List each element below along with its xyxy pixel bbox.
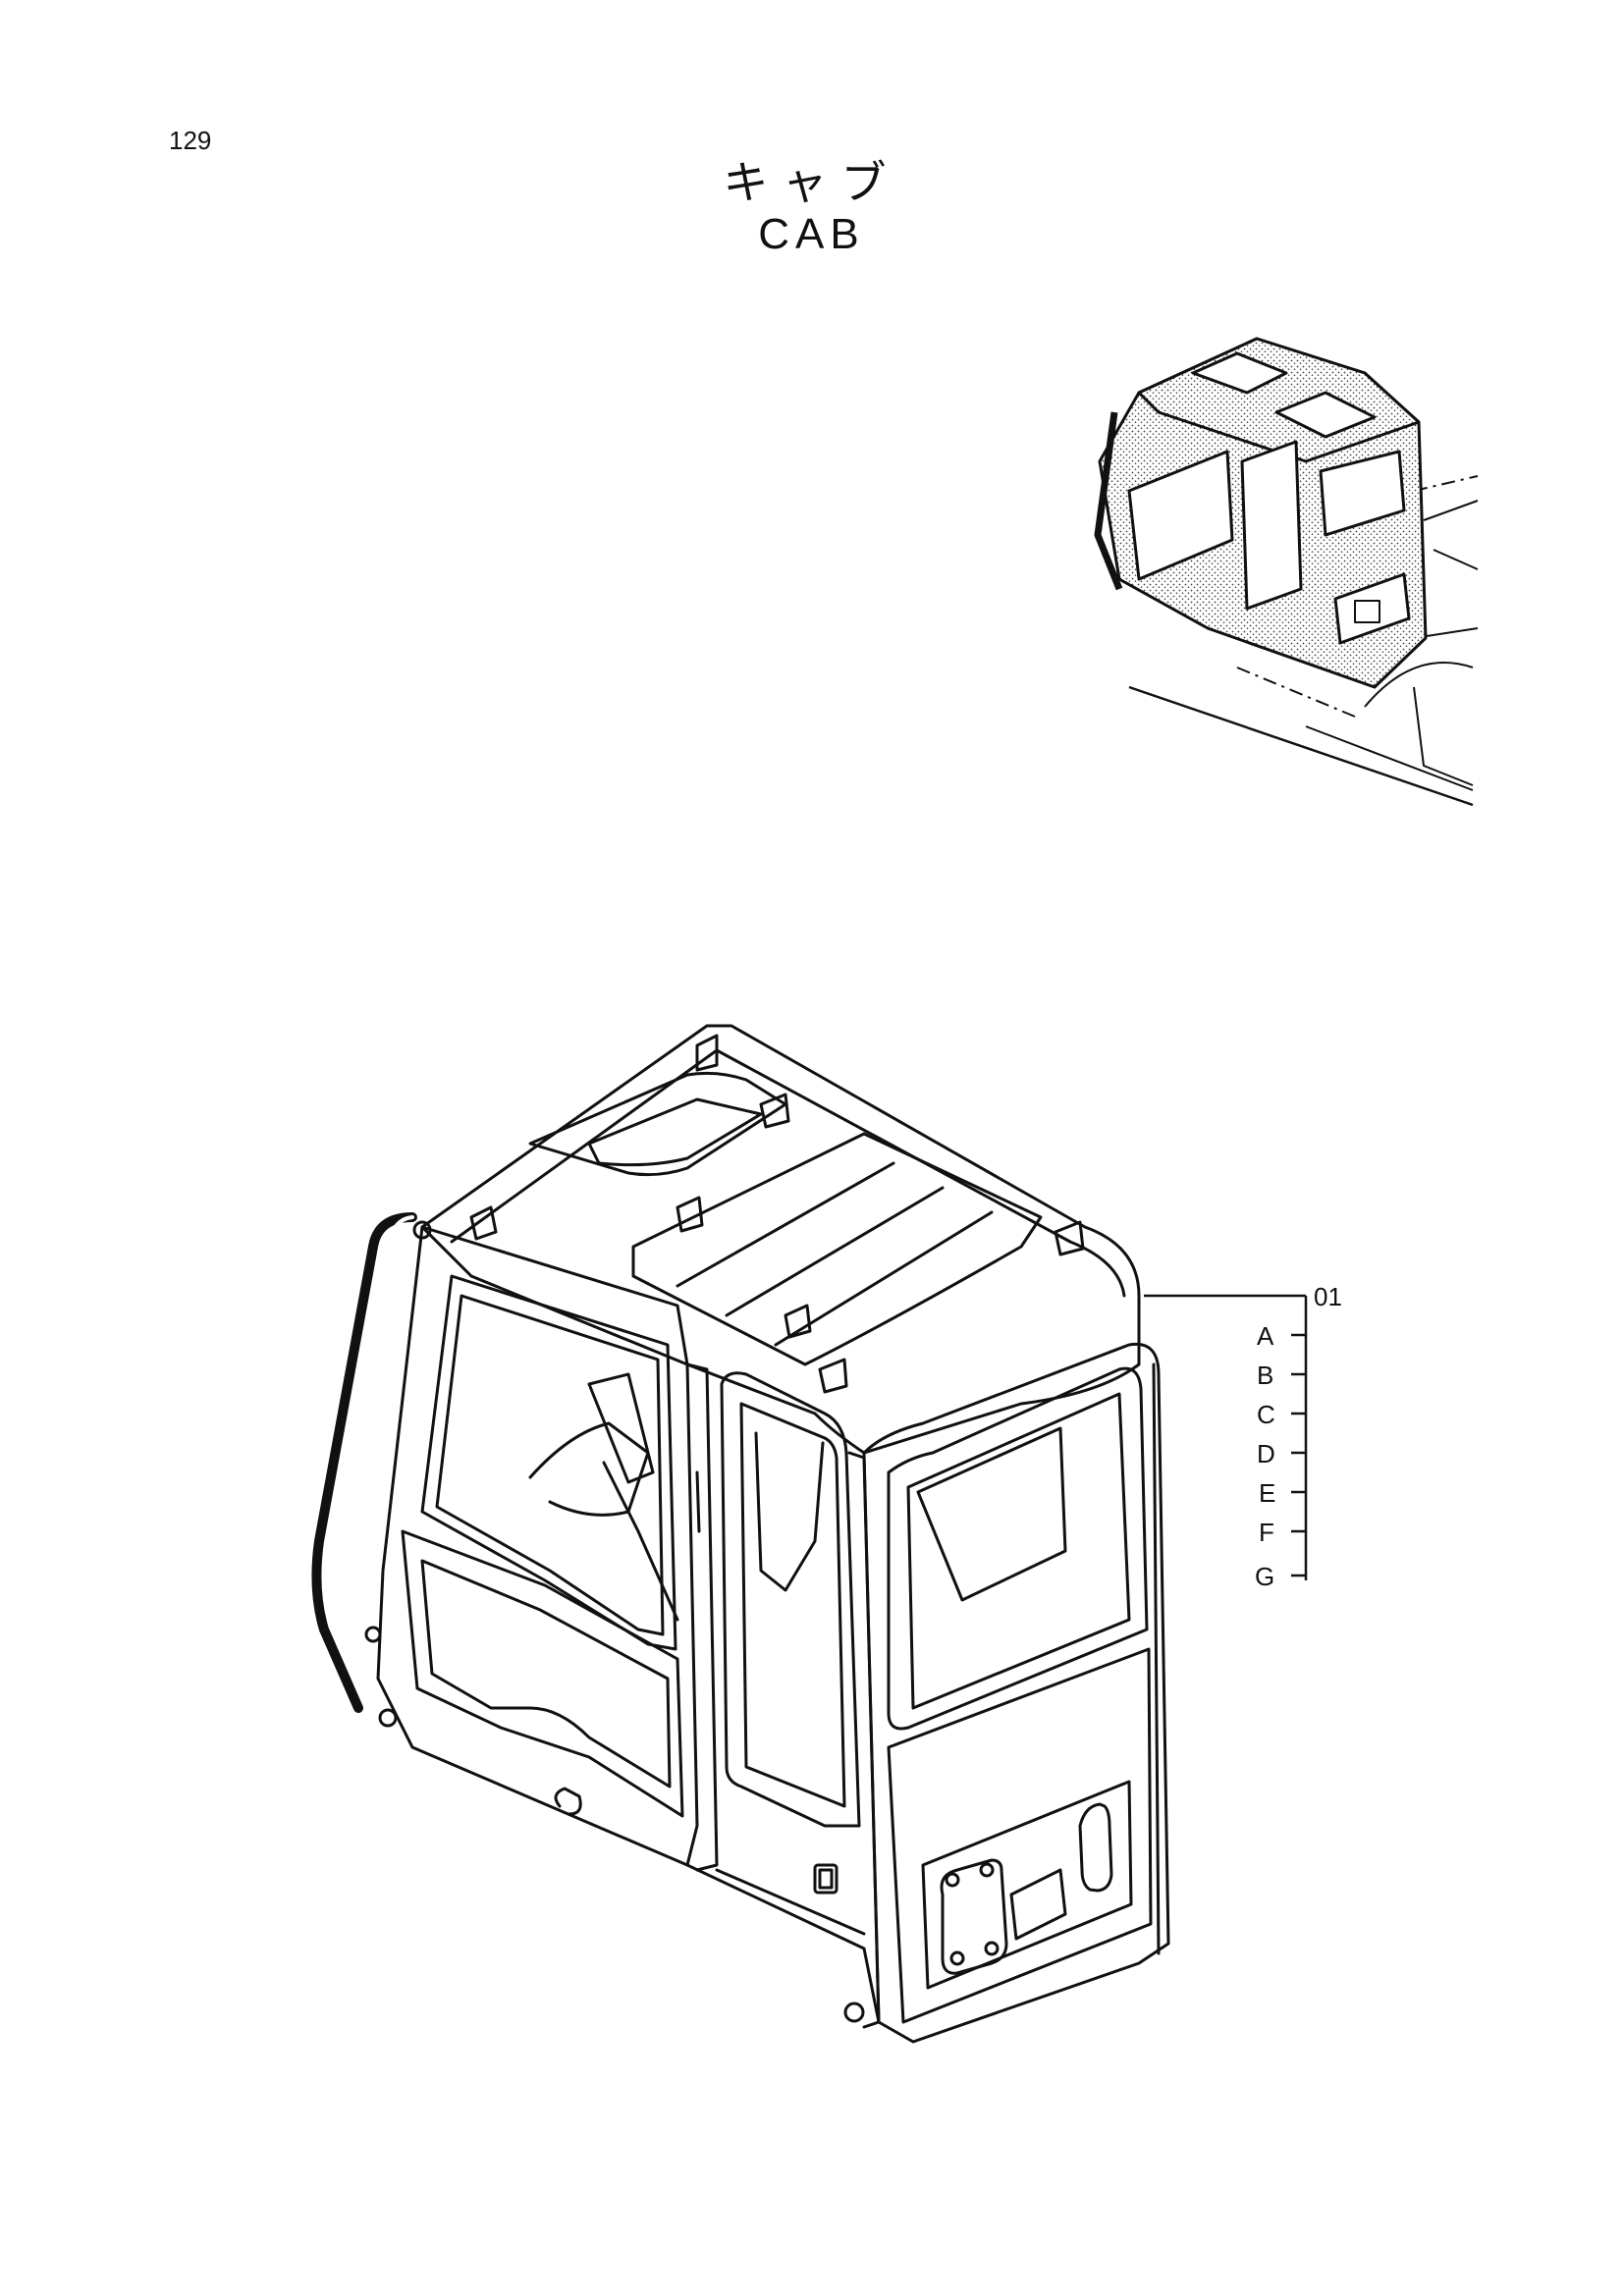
front-frame: [862, 1342, 1170, 2044]
part-callout: [1144, 1294, 1308, 1580]
callout-sub-item-c: C: [1257, 1400, 1275, 1429]
callout-sub-item-b: B: [1257, 1361, 1273, 1390]
page-number: 129: [169, 126, 212, 155]
page-title-japanese: キャブ: [723, 156, 900, 209]
callout-sub-item-d: D: [1257, 1439, 1275, 1468]
callout-sub-item-f: F: [1259, 1518, 1274, 1547]
windscreen: [887, 1366, 1149, 1731]
front-vent-panel: [940, 1858, 1008, 1975]
side-window: [720, 1371, 861, 1828]
cab-door: [376, 1225, 699, 1867]
callout-part-number: 01: [1314, 1282, 1342, 1311]
cab-roof: [420, 1024, 1141, 1455]
callout-sub-item-a: A: [1257, 1321, 1274, 1351]
location-overview-cab: [1094, 337, 1479, 807]
cab-assembly-drawing: [311, 1024, 1170, 2044]
callout-sub-item-e: E: [1259, 1478, 1275, 1508]
door-upper-window: [420, 1274, 677, 1651]
door-lower-window: [401, 1529, 684, 1818]
left-handrail: [311, 1212, 417, 1713]
page-title-english: CAB: [758, 210, 865, 258]
middle-pillar: [685, 1362, 719, 1872]
callout-sub-item-g: G: [1255, 1562, 1274, 1591]
